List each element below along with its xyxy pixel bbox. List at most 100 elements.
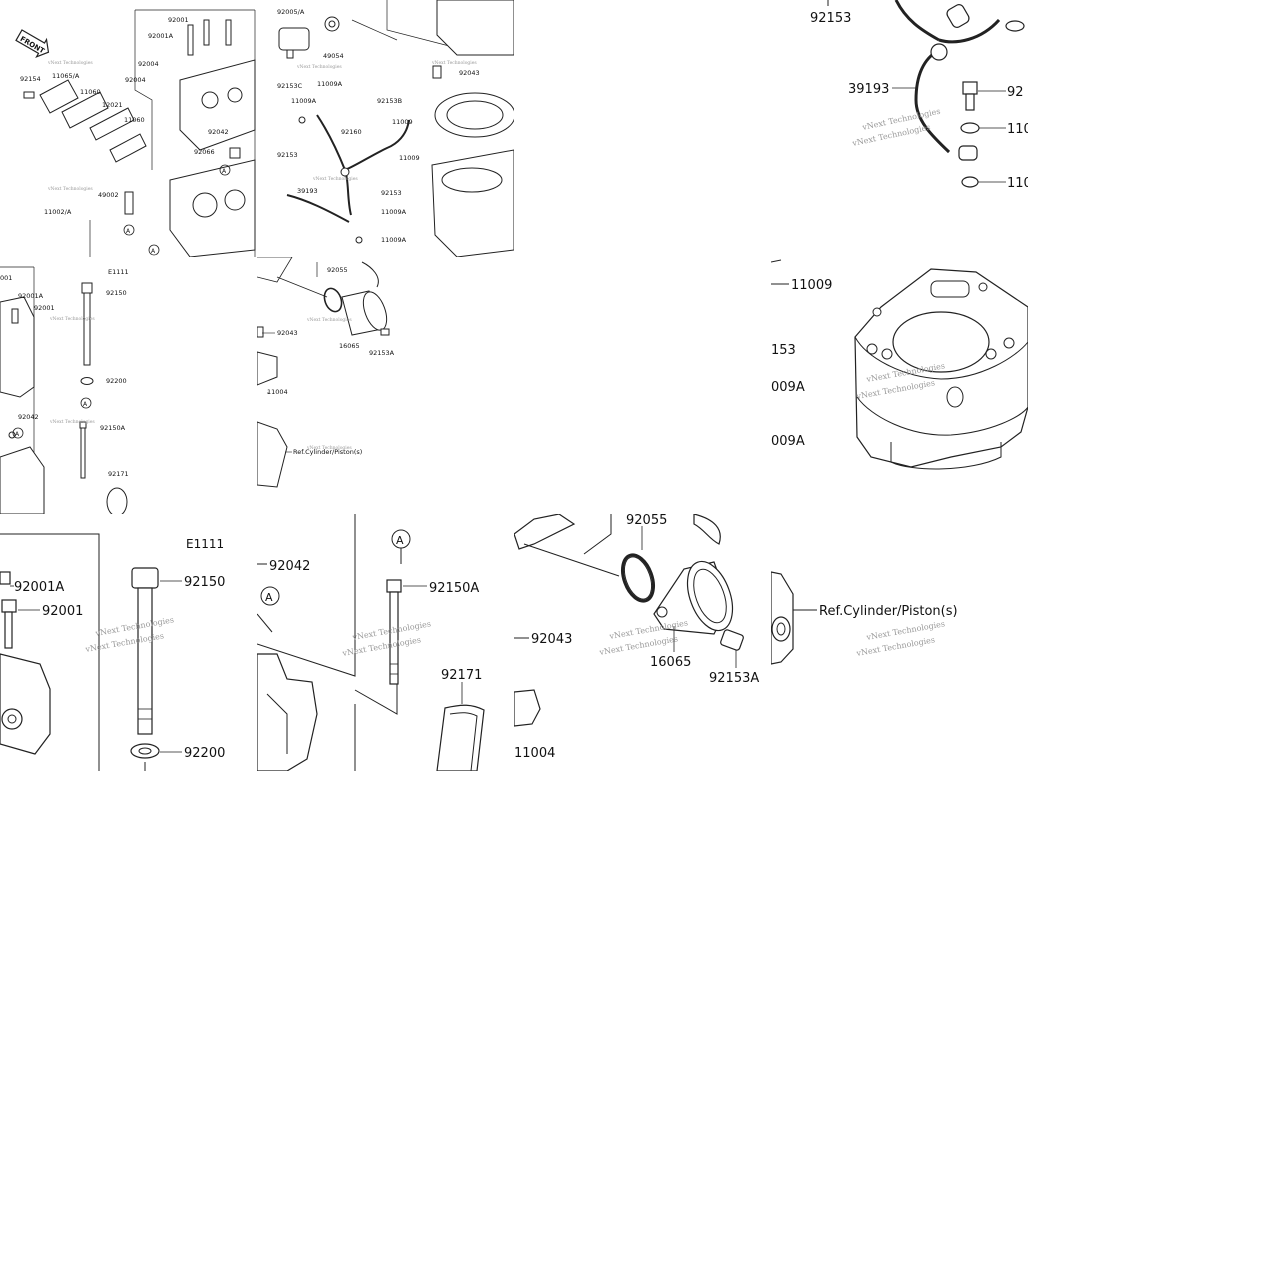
o-ring-part (323, 287, 343, 313)
part-label: 92171 (441, 668, 482, 683)
part-label: 92042 (18, 413, 39, 421)
part-label-partial: 110 (1007, 122, 1028, 137)
head-bolts-tile: A A 001 E1111 92150 92001A 92001 92200 9… (0, 257, 257, 514)
watermark-text: vNext Technologies (431, 60, 477, 66)
part-label: 16065 (650, 655, 691, 670)
cylinder-head-part (771, 571, 794, 665)
part-label: 11009A (381, 208, 407, 216)
part-label: 12021 (102, 101, 123, 109)
part-label: 92004 (125, 76, 146, 84)
bolt-part (962, 81, 978, 111)
part-label: 11009A (291, 97, 317, 105)
hose-band-part (436, 704, 485, 771)
washer-part (1005, 20, 1025, 32)
cylinder-head-part (124, 19, 256, 257)
callout-a-icon (219, 164, 231, 176)
cylinder-head-part (0, 296, 45, 514)
overview-tile: FRONT A A A 92001 92001A 92004 92004 921… (0, 0, 257, 257)
watermark-text: vNext Technologies (49, 316, 95, 322)
callout-a-icon (12, 427, 24, 439)
part-label: E1111 (186, 537, 224, 551)
stud-bolt-part (79, 282, 128, 514)
watermark-text: vNext Technologies (47, 186, 93, 192)
washer-part (961, 176, 979, 188)
part-label: 92153B (377, 97, 402, 105)
watermark-text: vNext Technologies (306, 445, 352, 451)
part-label: 92042 (208, 128, 229, 136)
part-label-partial: 110 (1007, 176, 1028, 191)
part-label: 11004 (514, 746, 555, 761)
washer-part (960, 122, 980, 134)
bolt-part (0, 571, 17, 649)
part-label: 92150 (106, 289, 127, 297)
callout-a-icon (123, 224, 135, 236)
cylinder-block-part (854, 268, 1028, 470)
part-label: 16065 (339, 342, 360, 350)
part-label: 92004 (138, 60, 159, 68)
watermark-text: vNext Technologies (306, 317, 352, 323)
part-label: 92043 (531, 632, 572, 647)
part-label: 92001A (18, 292, 44, 300)
part-label: 92153 (381, 189, 402, 197)
part-label: E1111 (108, 268, 129, 276)
overview-diagram: FRONT A A A 92001 92001A 92004 92004 921… (15, 9, 256, 257)
watermark-text: vNext Technologies (296, 64, 342, 70)
part-label: 11065/A (52, 72, 80, 80)
cylinder-zoom-tile: 11009 153 009A 009A vNext Technologies v… (771, 257, 1028, 514)
part-label: 11002/A (44, 208, 72, 216)
callout-a-icon (80, 397, 92, 409)
part-label: 92153A (369, 349, 395, 357)
cylinder-block-part (431, 0, 514, 257)
intake-pipe-part (653, 560, 744, 651)
part-label: 92154 (20, 75, 41, 83)
part-label: 92150A (100, 424, 126, 432)
callout-a-label: A (396, 534, 404, 547)
part-label: 39193 (297, 187, 318, 195)
intake-diagram: 92055 92043 16065 92153A 11004 Ref.Cylin… (257, 257, 395, 488)
intake-zoom-diagram: 92055 92043 16065 92153A 11004 vNext Tec… (514, 514, 759, 761)
stud-bolt-part (130, 567, 160, 771)
water-pipe-part (894, 0, 1001, 161)
stud-bolt-part (386, 579, 402, 685)
part-label: 92001 (34, 304, 55, 312)
part-label: 11009 (392, 118, 413, 126)
callout-a-label: A (126, 228, 131, 235)
watermark-text: vNext Technologies (47, 60, 93, 66)
part-label: 92001A (148, 32, 174, 40)
part-label-partial: 153 (771, 343, 796, 358)
cylinder-head-part (257, 653, 318, 771)
callout-a-label: A (83, 401, 88, 408)
part-label-partial: 009A (771, 434, 805, 449)
reed-valve-part (23, 79, 147, 163)
head-bolts-diagram: A A 001 E1111 92150 92001A 92001 92200 9… (0, 266, 129, 514)
front-arrow-icon: FRONT (15, 29, 50, 59)
part-label: 92001 (42, 604, 83, 619)
overview-diagram: 92005/A 49054 92153C 11009A 11009A 92153… (277, 0, 514, 257)
part-label: 92066 (194, 148, 215, 156)
ref-cylinder-label: Ref.Cylinder/Piston(s) (293, 448, 362, 456)
intake-zoom-tile: 92055 92043 16065 92153A 11004 vNext Tec… (514, 514, 771, 771)
watermark-text: vNext Technologies (49, 419, 95, 425)
part-label: 92055 (626, 514, 667, 528)
callout-a-label: A (222, 168, 227, 175)
cylinder-zoom-diagram: 11009 153 009A 009A vNext Technologies v… (771, 259, 1028, 470)
callout-a-icon (260, 586, 280, 606)
overview-tile-right: 92005/A 49054 92153C 11009A 11009A 92153… (257, 0, 514, 257)
stud-zoom-diagram: 92042 A A 92150A 92171 vNext Technologie… (257, 514, 485, 771)
part-label: 49054 (323, 52, 344, 60)
callout-a-label: A (15, 431, 20, 438)
callout-a-label: A (265, 591, 273, 604)
ref-zoom-diagram: Ref.Cylinder/Piston(s) vNext Technologie… (771, 571, 958, 665)
thermostat-housing-part (278, 16, 340, 59)
water-pipe-part (286, 114, 410, 244)
part-label-partial: 001 (0, 274, 12, 282)
part-label: 92043 (277, 329, 298, 337)
watermark-text: vNext Technologies (312, 176, 358, 182)
part-label: 11060 (80, 88, 101, 96)
part-label: 11009 (399, 154, 420, 162)
pipe-zoom-tile: 92153 39193 92 110 110 vNext Technologie… (771, 0, 1028, 257)
part-label: 92153C (277, 82, 303, 90)
part-label: 92160 (341, 128, 362, 136)
cylinder-head-part (0, 653, 51, 755)
ref-zoom-tile: Ref.Cylinder/Piston(s) vNext Technologie… (771, 514, 1028, 771)
